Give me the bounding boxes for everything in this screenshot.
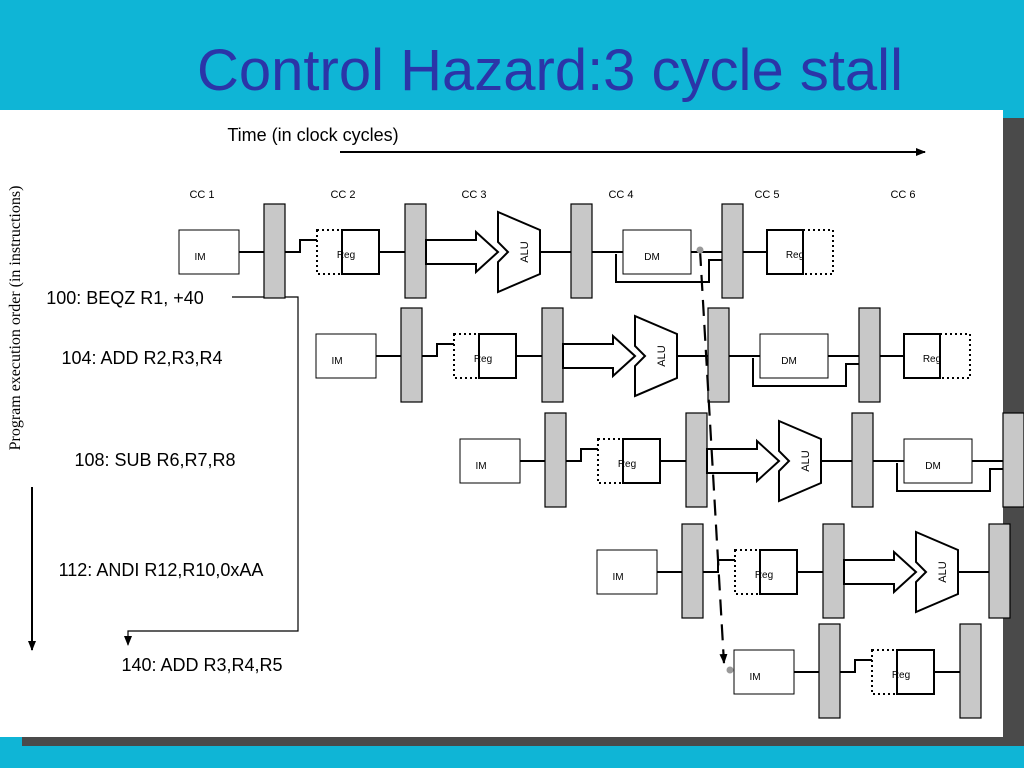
alu-shape	[915, 530, 959, 614]
pipeline-latch	[959, 623, 982, 719]
stage-label-im: IM	[612, 572, 623, 583]
time-axis-label: Time (in clock cycles)	[227, 125, 398, 145]
im-box	[459, 438, 521, 484]
instruction-label: 112: ANDI R12,R10,0xAA	[59, 560, 264, 580]
stage-label-im: IM	[749, 672, 760, 683]
stage-label-alu: ALU	[656, 345, 668, 366]
pipeline-row: IM Reg ALU	[596, 523, 1011, 619]
pipeline-latch	[681, 523, 704, 619]
pipelines: IMRegALUDMRegIMRegALUDMRegIMRegALUDMRegI…	[178, 203, 1024, 719]
slide-title: Control Hazard:3 cycle stall	[197, 38, 903, 103]
alu-shape	[778, 419, 822, 503]
instruction-label: 140: ADD R3,R4,R5	[121, 655, 282, 675]
pipeline-latch	[818, 623, 841, 719]
pipeline-latch	[400, 307, 423, 403]
bypass-wire	[752, 358, 859, 387]
stage-label-dm: DM	[644, 252, 660, 263]
pipeline-latch	[822, 523, 845, 619]
instruction-labels: 100: BEQZ R1, +40 104: ADD R2,R3,R4 108: S…	[46, 288, 282, 675]
cycle-label: CC 6	[890, 189, 915, 201]
branch-resolution-source-dot	[696, 246, 704, 254]
im-box	[733, 649, 795, 695]
stage-label-reg: Reg	[337, 250, 355, 261]
reg-write-box	[903, 333, 941, 379]
reg-read-dotted	[734, 549, 773, 595]
forwarding-arrow	[706, 438, 781, 484]
order-axis-label: Program execution order (in instructions…	[7, 186, 24, 451]
pipeline-latch	[707, 307, 730, 403]
cycle-label: CC 3	[461, 189, 486, 201]
stage-label-dm: DM	[925, 461, 941, 472]
branch-resolution-arrow	[698, 249, 728, 664]
dm-box	[759, 333, 829, 379]
stage-label-reg: Reg	[923, 354, 941, 365]
cycle-labels: CC 1 CC 2 CC 3 CC 4 CC 5 CC 6	[189, 189, 915, 201]
pipeline-latch	[404, 203, 427, 299]
forwarding-arrow	[425, 229, 500, 275]
pipeline-latch	[544, 412, 567, 508]
reg-read-dotted	[453, 333, 492, 379]
pipeline-latch	[858, 307, 881, 403]
pipeline-latch	[851, 412, 874, 508]
cycle-label: CC 5	[754, 189, 779, 201]
stage-label-alu: ALU	[937, 561, 949, 582]
wire	[703, 559, 735, 573]
stage-label-im: IM	[331, 356, 342, 367]
reg-read-dotted	[316, 229, 355, 275]
pipeline-latch	[1002, 412, 1024, 508]
stage-label-im: IM	[475, 461, 486, 472]
instruction-label: 100: BEQZ R1, +40	[46, 288, 204, 308]
stage-label-alu: ALU	[519, 241, 531, 262]
stage-label-reg: Reg	[474, 354, 492, 365]
stage-label-reg: Reg	[618, 459, 636, 470]
pipeline-latch	[685, 412, 708, 508]
instruction-label: 104: ADD R2,R3,R4	[61, 348, 222, 368]
reg-read-dotted	[597, 438, 636, 484]
wire	[422, 343, 454, 357]
reg-read-box	[341, 229, 380, 275]
wire	[566, 448, 598, 462]
reg-read-dotted	[871, 649, 910, 695]
reg-read-box	[896, 649, 935, 695]
cycle-label: CC 1	[189, 189, 214, 201]
dm-box	[622, 229, 692, 275]
pipeline-latch	[541, 307, 564, 403]
wire	[285, 239, 317, 253]
instruction-label: 108: SUB R6,R7,R8	[74, 450, 235, 470]
pipeline-latch	[570, 203, 593, 299]
branch-resolution-target-dot	[726, 666, 734, 674]
im-box	[315, 333, 377, 379]
wire	[840, 659, 872, 673]
stage-label-reg: Reg	[786, 250, 804, 261]
forwarding-arrow	[843, 549, 918, 595]
pipeline-row: IM Reg ALU DM Reg	[315, 307, 971, 403]
forwarding-arrow	[562, 333, 637, 379]
cycle-label: CC 2	[330, 189, 355, 201]
pipeline-row: IM Reg	[733, 623, 982, 719]
pipeline-row: IM Reg ALU DM Reg	[178, 203, 834, 299]
dm-box	[903, 438, 973, 484]
pipeline-latch	[988, 523, 1011, 619]
stage-label-reg: Reg	[892, 670, 910, 681]
stage-label-dm: DM	[781, 356, 797, 367]
bypass-wire	[896, 463, 1003, 492]
reg-write-box	[766, 229, 804, 275]
stage-label-im: IM	[194, 252, 205, 263]
alu-shape	[497, 210, 541, 294]
im-box	[596, 549, 658, 595]
bypass-wire	[615, 254, 722, 283]
stage-label-reg: Reg	[755, 570, 773, 581]
pipeline-latch	[263, 203, 286, 299]
alu-shape	[634, 314, 678, 398]
im-box	[178, 229, 240, 275]
cycle-label: CC 4	[608, 189, 633, 201]
pipeline-latch	[721, 203, 744, 299]
stage-label-alu: ALU	[800, 450, 812, 471]
